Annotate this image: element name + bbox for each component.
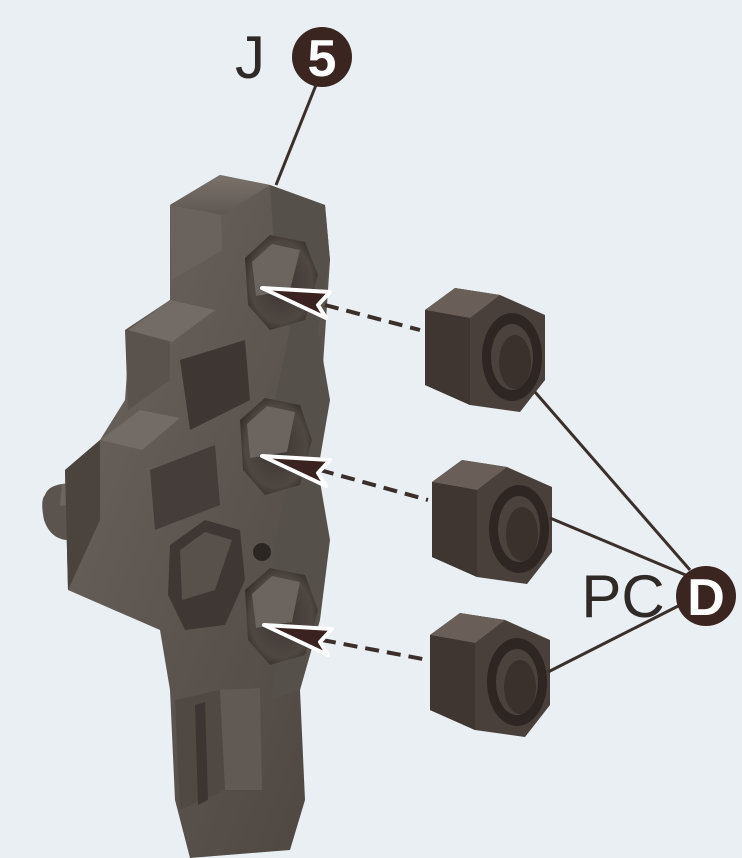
arrow-left-icon xyxy=(260,454,332,488)
dashed-line-top xyxy=(324,303,421,332)
leader-line-nut-bottom xyxy=(547,598,691,674)
arrow-left-icon xyxy=(260,286,332,320)
callout-runner: J 5 xyxy=(235,24,352,91)
arrow-left-icon xyxy=(262,623,334,657)
insert-arrows xyxy=(319,303,429,662)
leader-line-nut-top xyxy=(533,391,692,571)
runner-letter-label: J xyxy=(235,24,265,91)
hex-nut-bottom xyxy=(430,613,550,737)
hex-nut-top xyxy=(425,288,545,412)
dashed-line-bottom xyxy=(321,638,429,662)
arrowheads xyxy=(260,286,334,657)
circle-badge-icon xyxy=(676,566,736,626)
leader-line-nut-middle xyxy=(549,516,689,578)
dashed-line-middle xyxy=(319,468,429,502)
runner-pin-hole xyxy=(253,543,271,561)
circle-badge-icon xyxy=(292,27,352,87)
hex-nut-parts xyxy=(425,288,552,737)
runner-part xyxy=(42,175,330,858)
runner-number-badge: 5 xyxy=(308,30,337,88)
leader-line-runner xyxy=(274,79,320,186)
parts-prefix-label: PC xyxy=(581,563,664,630)
callout-parts: PC D xyxy=(581,563,736,630)
parts-letter-badge: D xyxy=(687,569,725,627)
hex-nut-middle xyxy=(432,460,552,584)
leader-lines xyxy=(274,79,692,674)
